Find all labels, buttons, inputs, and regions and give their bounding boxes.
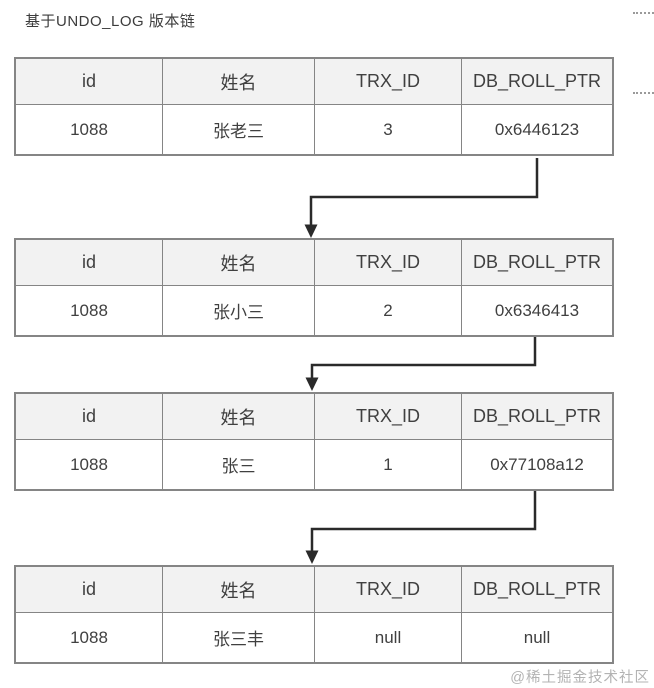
pointer-arrow-3 xyxy=(305,491,537,564)
col-header-name: 姓名 xyxy=(162,392,315,440)
table-row: 1088 张三丰 null null xyxy=(14,612,614,664)
cell-db-roll-ptr: null xyxy=(461,612,614,664)
diagram-title: 基于UNDO_LOG 版本链 xyxy=(25,13,196,30)
cell-name: 张老三 xyxy=(162,104,315,156)
cell-name: 张三 xyxy=(162,439,315,491)
table-row: 1088 张老三 3 0x6446123 xyxy=(14,104,614,156)
header-row: id 姓名 TRX_ID DB_ROLL_PTR xyxy=(14,565,614,613)
col-header-trx-id: TRX_ID xyxy=(314,392,462,440)
col-header-db-roll-ptr: DB_ROLL_PTR xyxy=(461,392,614,440)
col-header-id: id xyxy=(14,57,163,105)
col-header-db-roll-ptr: DB_ROLL_PTR xyxy=(461,565,614,613)
cell-db-roll-ptr: 0x77108a12 xyxy=(461,439,614,491)
table-row: 1088 张三 1 0x77108a12 xyxy=(14,439,614,491)
watermark: @稀土掘金技术社区 xyxy=(510,670,650,686)
header-row: id 姓名 TRX_ID DB_ROLL_PTR xyxy=(14,238,614,286)
version-table-2: id 姓名 TRX_ID DB_ROLL_PTR 1088 张小三 2 0x63… xyxy=(14,238,614,337)
version-table-1: id 姓名 TRX_ID DB_ROLL_PTR 1088 张老三 3 0x64… xyxy=(14,57,614,156)
col-header-id: id xyxy=(14,565,163,613)
version-table-3: id 姓名 TRX_ID DB_ROLL_PTR 1088 张三 1 0x771… xyxy=(14,392,614,491)
header-row: id 姓名 TRX_ID DB_ROLL_PTR xyxy=(14,57,614,105)
col-header-db-roll-ptr: DB_ROLL_PTR xyxy=(461,238,614,286)
cell-trx-id: null xyxy=(314,612,462,664)
version-table-4: id 姓名 TRX_ID DB_ROLL_PTR 1088 张三丰 null n… xyxy=(14,565,614,664)
cell-trx-id: 2 xyxy=(314,285,462,337)
table-row: 1088 张小三 2 0x6346413 xyxy=(14,285,614,337)
col-header-name: 姓名 xyxy=(162,565,315,613)
col-header-id: id xyxy=(14,392,163,440)
col-header-name: 姓名 xyxy=(162,57,315,105)
pointer-arrow-1 xyxy=(304,158,539,238)
cell-trx-id: 1 xyxy=(314,439,462,491)
cell-id: 1088 xyxy=(14,612,163,664)
cell-db-roll-ptr: 0x6446123 xyxy=(461,104,614,156)
cell-name: 张三丰 xyxy=(162,612,315,664)
dotted-line-fragment xyxy=(633,12,654,14)
cell-name: 张小三 xyxy=(162,285,315,337)
pointer-arrow-2 xyxy=(305,337,537,391)
col-header-db-roll-ptr: DB_ROLL_PTR xyxy=(461,57,614,105)
cell-id: 1088 xyxy=(14,285,163,337)
col-header-trx-id: TRX_ID xyxy=(314,238,462,286)
col-header-trx-id: TRX_ID xyxy=(314,565,462,613)
cell-db-roll-ptr: 0x6346413 xyxy=(461,285,614,337)
dotted-line-fragment xyxy=(633,92,654,94)
col-header-id: id xyxy=(14,238,163,286)
cell-id: 1088 xyxy=(14,104,163,156)
cell-id: 1088 xyxy=(14,439,163,491)
col-header-name: 姓名 xyxy=(162,238,315,286)
cell-trx-id: 3 xyxy=(314,104,462,156)
header-row: id 姓名 TRX_ID DB_ROLL_PTR xyxy=(14,392,614,440)
col-header-trx-id: TRX_ID xyxy=(314,57,462,105)
